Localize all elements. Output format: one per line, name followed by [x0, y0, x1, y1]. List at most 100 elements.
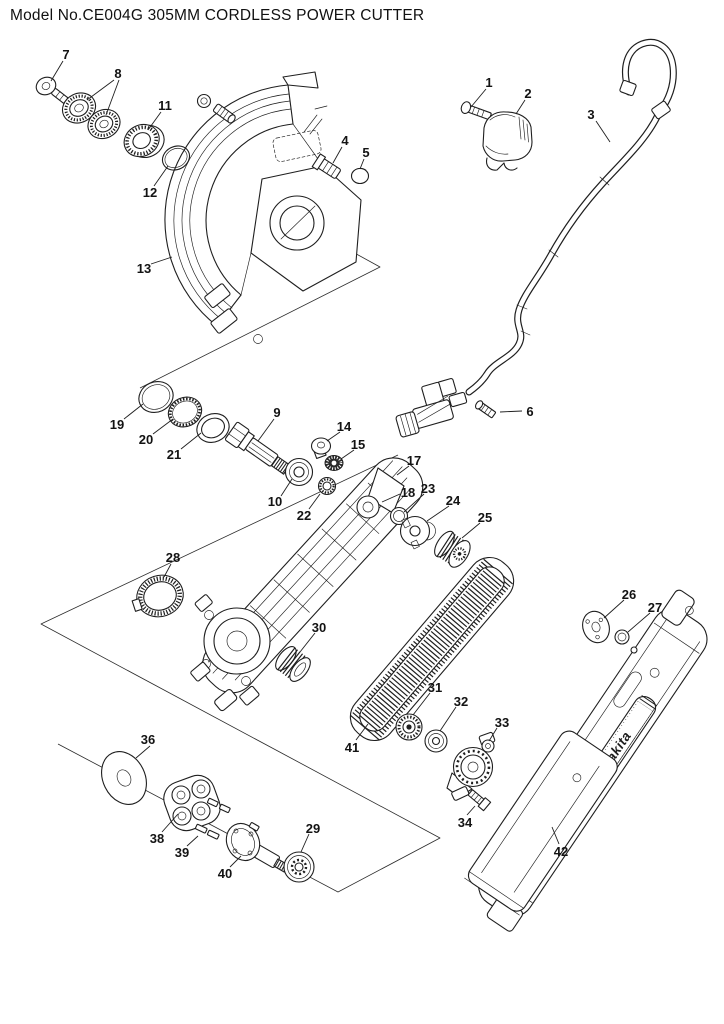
leader-line-41 [355, 723, 369, 741]
leader-line-3 [595, 120, 611, 143]
guard-fastener-bolt [212, 103, 236, 124]
leader-line-20 [152, 418, 174, 435]
guard-spray-bar [272, 130, 322, 162]
part-12-o-ring [161, 145, 191, 171]
part-30-pulley [275, 646, 311, 682]
leader-line-40 [229, 855, 242, 868]
cover-inner-plate [464, 730, 618, 916]
part-41-timing-belt [349, 556, 515, 742]
leader-line-21 [180, 432, 202, 450]
part-2-clamp [482, 111, 533, 171]
part-13-blade-guard [164, 71, 362, 344]
part-number-31: 31 [428, 680, 442, 695]
part-9-spindle-shaft [224, 421, 295, 477]
part-number-1: 1 [485, 75, 492, 90]
leader-line-38 [161, 813, 179, 833]
part-number-42: 42 [554, 844, 568, 859]
leader-line-22 [308, 493, 321, 510]
part-20-serrated-ring [167, 396, 203, 428]
part-number-21: 21 [167, 447, 181, 462]
part-26-washer-disc [582, 610, 610, 644]
leader-line-28 [163, 563, 172, 578]
part-32-bearing [424, 729, 448, 753]
leader-line-12 [153, 165, 169, 187]
part-number-2: 2 [524, 86, 531, 101]
part-38-roller-retainer [163, 774, 221, 832]
part-3-water-hose [465, 39, 677, 396]
part-24-flange-hub [399, 515, 436, 550]
part-40-shaft-hub [225, 822, 294, 875]
guard-fastener-nut [196, 93, 212, 109]
part-number-20: 20 [139, 432, 153, 447]
leader-line-11 [147, 111, 162, 131]
part-11-bearing [123, 123, 165, 159]
leader-line-18 [381, 493, 401, 503]
part-number-9: 9 [273, 405, 280, 420]
part-31-sprocket [395, 713, 423, 741]
leader-line-9 [257, 418, 275, 442]
leader-line-29 [300, 833, 310, 853]
leader-line-8 [105, 79, 120, 116]
leader-line-1 [470, 88, 487, 108]
leader-line-2 [515, 99, 526, 115]
leader-line-17 [396, 465, 410, 476]
part-27-nut [614, 629, 630, 645]
part-5-cap [350, 167, 370, 185]
part-number-30: 30 [312, 620, 326, 635]
part-8-cup-washer-b [87, 108, 121, 140]
part-number-10: 10 [268, 494, 282, 509]
part-number-7: 7 [62, 47, 69, 62]
part-number-19: 19 [110, 417, 124, 432]
part-22-oil-seal [317, 476, 337, 496]
part-number-3: 3 [587, 107, 594, 122]
part-number-29: 29 [306, 821, 320, 836]
part-21-band-ring [196, 413, 230, 443]
part-number-8: 8 [114, 66, 121, 81]
part-number-24: 24 [446, 493, 461, 508]
part-labels-layer: 1234567891011121314151718192021222324252… [50, 47, 662, 881]
hose-fitting-side [651, 100, 671, 120]
part-4-bolt [311, 153, 341, 179]
part-23-ring [389, 506, 409, 526]
leader-line-19 [123, 403, 144, 420]
part-29-bearing [283, 851, 315, 883]
guard-center-housing [250, 165, 362, 292]
part-10-bearing [284, 457, 314, 487]
part-6-screw [474, 400, 497, 419]
leader-line-25 [461, 522, 481, 539]
part-number-38: 38 [150, 831, 164, 846]
part-number-26: 26 [622, 587, 636, 602]
part-number-33: 33 [495, 715, 509, 730]
part-number-13: 13 [137, 261, 151, 276]
part-number-28: 28 [166, 550, 180, 565]
leader-line-33 [488, 727, 498, 742]
part-number-5: 5 [362, 145, 369, 160]
part-39-pins [194, 797, 231, 840]
part-number-25: 25 [478, 510, 492, 525]
part-25-toothed-pulley [434, 530, 471, 568]
part-number-17: 17 [407, 453, 421, 468]
leader-line-31 [412, 692, 431, 716]
part-8-cup-washer-a [61, 92, 97, 124]
part-34-bolt [467, 789, 492, 812]
part-33-water-pump [446, 731, 496, 801]
part-number-39: 39 [175, 845, 189, 860]
cover-pin [630, 646, 638, 654]
part-number-41: 41 [345, 740, 359, 755]
leader-line-24 [426, 505, 450, 522]
leader-line-36 [135, 745, 151, 759]
part-number-27: 27 [648, 600, 662, 615]
part-1-bolt [460, 101, 492, 120]
part-number-40: 40 [218, 866, 232, 881]
leader-line-8 [86, 79, 115, 101]
leader-line-26 [603, 599, 625, 619]
part-number-36: 36 [141, 732, 155, 747]
hose-fitting-top [619, 79, 637, 97]
part-number-4: 4 [341, 133, 349, 148]
leader-line-14 [326, 431, 341, 442]
part-number-23: 23 [421, 481, 435, 496]
leader-line-15 [340, 449, 355, 460]
part-18-gear-housing-arm [190, 457, 424, 712]
